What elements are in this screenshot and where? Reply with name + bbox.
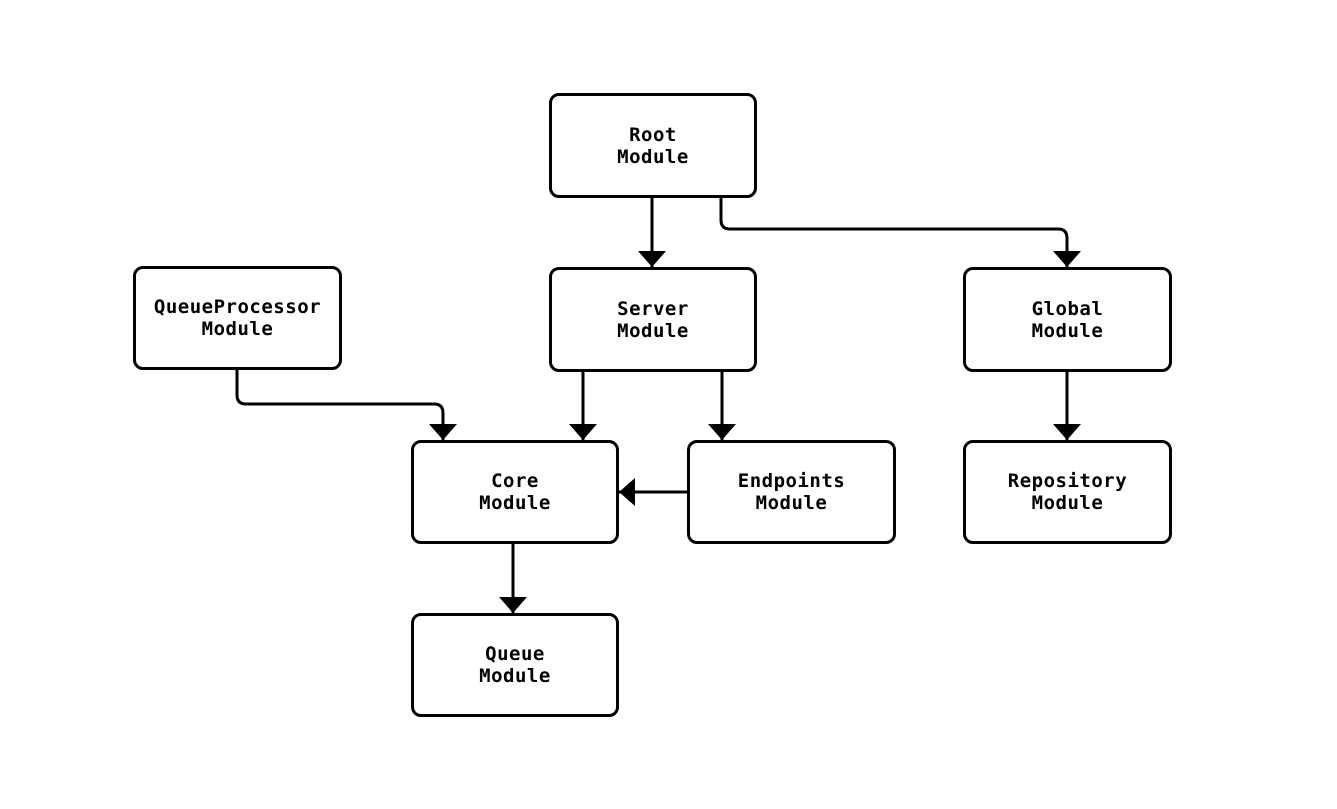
node-label-line: Endpoints (737, 470, 846, 492)
node-label-line: Module (1031, 319, 1104, 342)
node-label-line: Module (755, 492, 828, 514)
node-label-line: Repository (1007, 470, 1128, 492)
node-label-line: Server (617, 297, 689, 320)
node-label-line: QueueProcessor (153, 296, 322, 318)
edge-group (235, 198, 1081, 613)
node-label-line: Module (479, 665, 551, 687)
node-label-line: Module (1031, 492, 1104, 514)
edge-queueprocessor-to-core (235, 370, 457, 440)
node-label-line: Module (617, 319, 689, 342)
node-label-line: Core (491, 470, 539, 492)
node-label-line: Module (617, 145, 689, 168)
node-label-line: Module (479, 492, 551, 514)
node-label-line: Queue (485, 643, 545, 665)
node-label-line: Module (201, 318, 274, 340)
edge-root-to-global (719, 198, 1081, 267)
node-label-line: Root (629, 123, 677, 146)
node-label-line: Global (1031, 297, 1104, 320)
